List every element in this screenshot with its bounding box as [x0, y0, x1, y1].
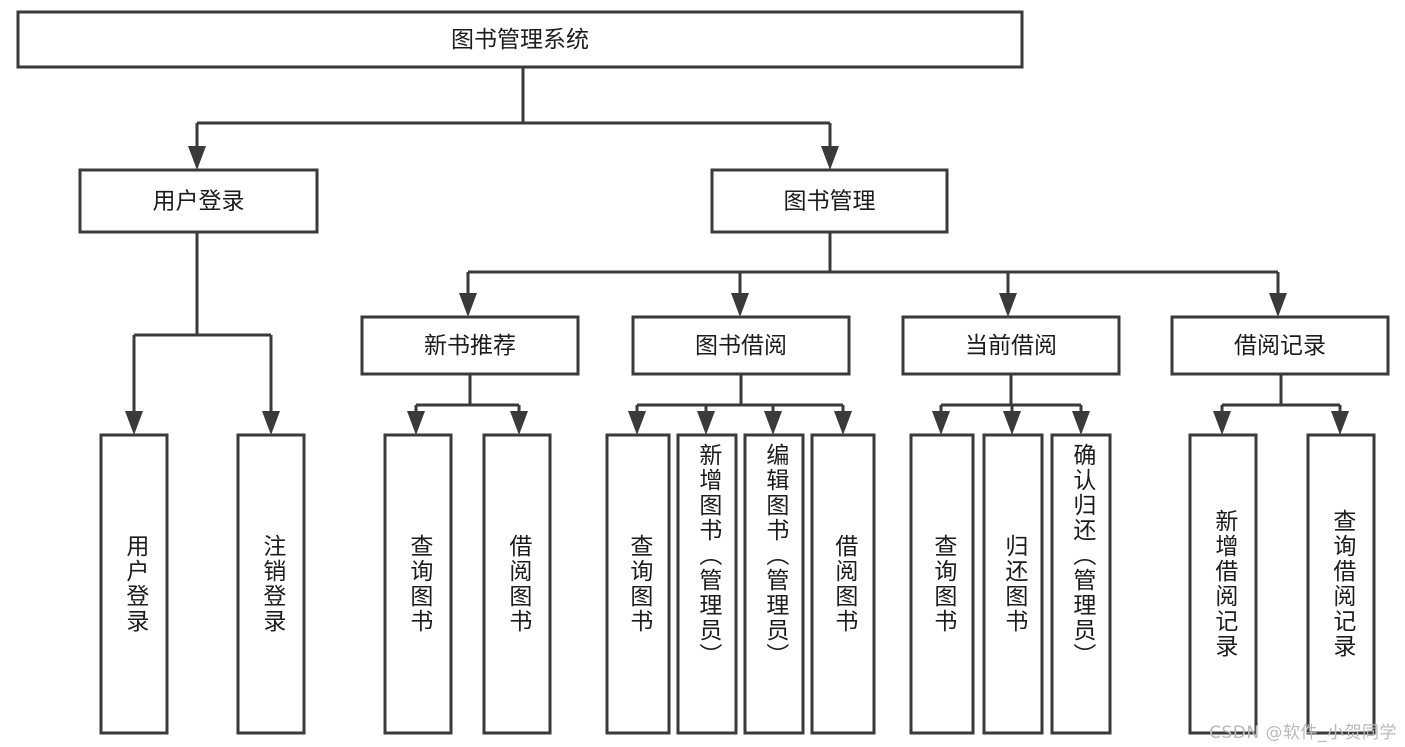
node-leaf-logout-box: [236, 433, 306, 735]
level3-drop-0-arrow: [459, 293, 477, 317]
level2-drop-1-arrow: [821, 146, 839, 170]
node-user-login-label: 用户登录: [153, 189, 245, 215]
csdn-watermark: CSDN @软件_小贺同学: [1209, 723, 1397, 743]
node-book-borrow-box: [631, 315, 851, 376]
group-current-borrow-drop-2-arrow: [1072, 411, 1090, 435]
node-leaf-borrow-book-1-box: [482, 433, 552, 735]
node-leaf-query-book-2-box: [605, 433, 671, 735]
group-book-borrow-drop-0-arrow: [628, 411, 646, 435]
node-leaf-borrow-book-2-box: [810, 433, 876, 735]
node-new-book-rec-box: [360, 315, 580, 376]
node-book-borrow-label: 图书借阅: [695, 333, 787, 359]
node-leaf-query-book-3-box: [909, 433, 975, 735]
level3-drop-2-arrow: [999, 293, 1017, 317]
group-book-borrow-drop-1-arrow: [697, 411, 715, 435]
group-borrow-record-drop-0-arrow: [1213, 411, 1231, 435]
node-borrow-record-box: [1170, 315, 1390, 376]
node-current-borrow-box: [901, 315, 1121, 376]
node-leaf-confirm-return-box: [1050, 433, 1112, 735]
group-book-borrow-drop-2-arrow: [764, 411, 782, 435]
node-box-layer: [16, 10, 1390, 735]
node-leaf-return-book-box: [982, 433, 1044, 735]
node-book-manage-label: 图书管理: [784, 189, 876, 215]
node-leaf-query-record-box: [1306, 433, 1376, 735]
group-borrow-record-drop-1-arrow: [1331, 411, 1349, 435]
node-leaf-user-login-box: [99, 433, 169, 735]
node-leaf-add-book-box: [676, 433, 738, 735]
group-new-book-rec-drop-1-arrow: [510, 411, 528, 435]
level3-drop-1-arrow: [731, 293, 749, 317]
node-leaf-edit-book-box: [743, 433, 805, 735]
node-root-box: [16, 10, 1024, 69]
node-leaf-add-record-box: [1188, 433, 1258, 735]
level3-drop-3-arrow: [1269, 293, 1287, 317]
group-book-borrow-drop-3-arrow: [834, 411, 852, 435]
node-borrow-record-label: 借阅记录: [1234, 333, 1326, 359]
user-login-drop-0-arrow: [125, 411, 143, 435]
group-current-borrow-drop-0-arrow: [932, 411, 950, 435]
user-login-drop-1-arrow: [262, 411, 280, 435]
level2-drop-0-arrow: [188, 146, 206, 170]
connector-layer: [125, 67, 1349, 435]
node-book-manage-box: [710, 168, 949, 234]
group-current-borrow-drop-1-arrow: [1003, 411, 1021, 435]
node-leaf-query-book-1-box: [383, 433, 453, 735]
node-new-book-rec-label: 新书推荐: [424, 333, 516, 359]
node-user-login-box: [78, 168, 319, 234]
group-new-book-rec-drop-0-arrow: [407, 411, 425, 435]
node-root-label: 图书管理系统: [451, 27, 589, 53]
node-current-borrow-label: 当前借阅: [965, 333, 1057, 359]
